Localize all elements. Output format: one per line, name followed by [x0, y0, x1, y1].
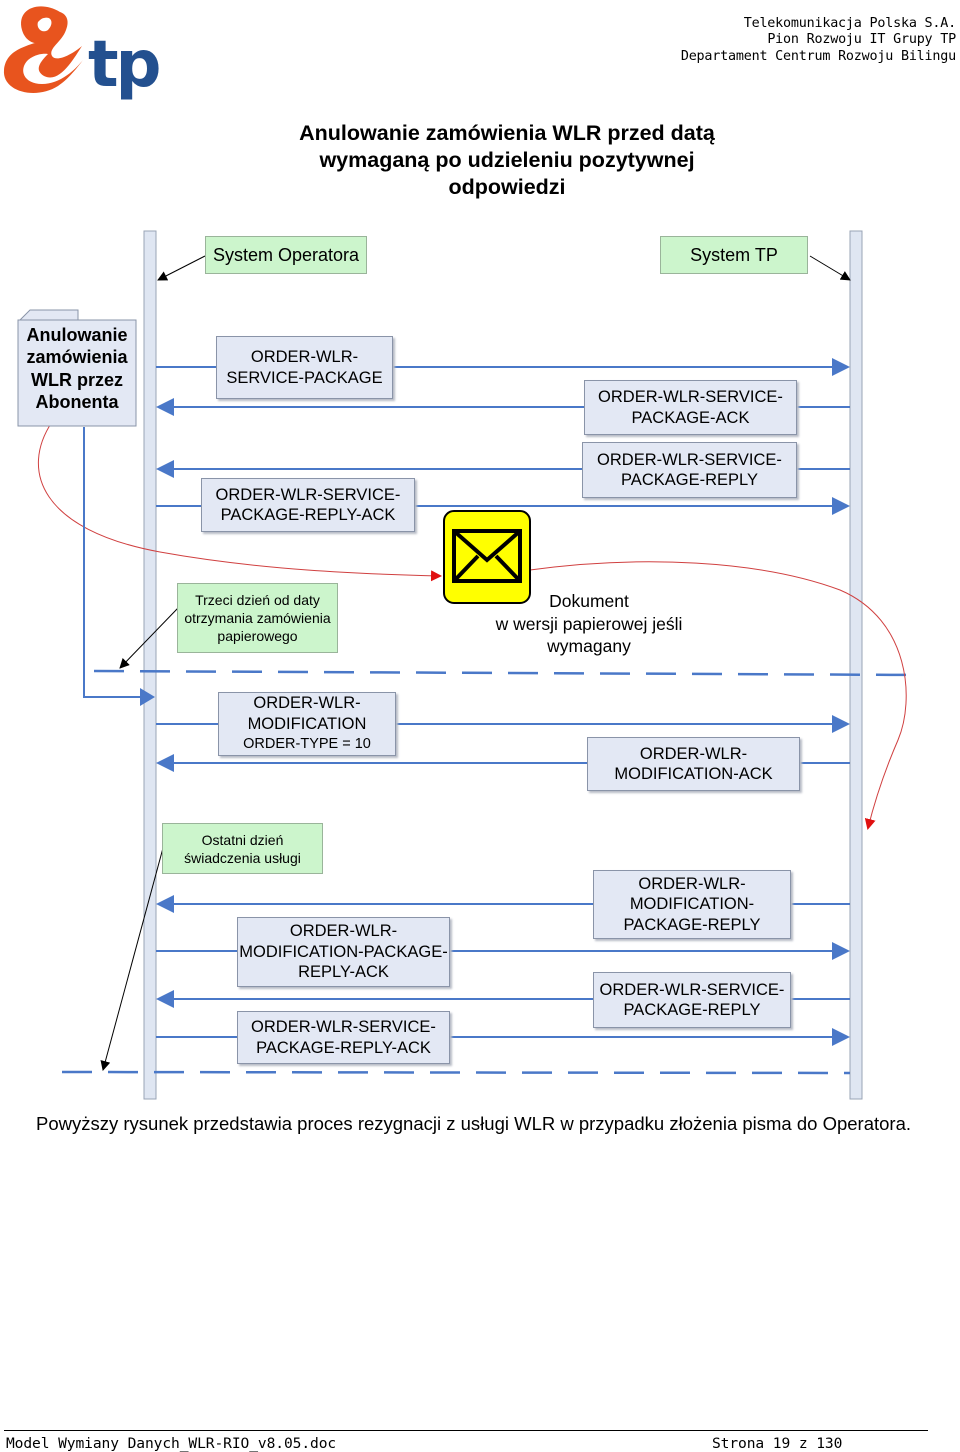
cancel-by-subscriber-note: Anulowanie zamówienia WLR przez Abonenta	[26, 325, 128, 413]
message-order-wlr-modification-ack: ORDER-WLR-MODIFICATION-ACK	[587, 737, 800, 791]
cancel-note-shape	[17, 309, 137, 427]
lifeline-operator	[143, 230, 157, 1100]
message-order-wlr-modification-package-reply: ORDER-WLR-MODIFICATION-PACKAGE-REPLY	[593, 870, 791, 939]
arrowhead	[832, 497, 850, 515]
arrowhead	[832, 1028, 850, 1046]
arrowhead	[156, 460, 174, 478]
lifeline-tp	[849, 230, 863, 1100]
tp-logo: tp	[3, 6, 160, 102]
separator-2	[61, 1070, 851, 1075]
arrowhead	[156, 754, 174, 772]
footer-document-name: Model Wymiany Danych_WLR-RIO_v8.05.doc	[6, 1435, 337, 1452]
message-order-wlr-service-package-reply-ack: ORDER-WLR-SERVICE-PACKAGE-REPLY-ACK	[201, 478, 415, 532]
message-order-wlr-service-package: ORDER-WLR-SERVICE-PACKAGE	[216, 336, 393, 399]
arrowhead	[832, 942, 850, 960]
company-name: Telekomunikacja Polska S.A.	[743, 16, 956, 31]
arrowhead	[156, 990, 174, 1008]
message-order-wlr-service-package-reply: ORDER-WLR-SERVICE-PACKAGE-REPLY	[582, 442, 797, 498]
arrowhead	[832, 358, 850, 376]
paper-document-label: Dokument w wersji papierowej jeśli wymag…	[495, 591, 683, 656]
arrowhead	[156, 895, 174, 913]
logo-swirl	[3, 6, 86, 93]
red-curve-to-tp	[529, 561, 907, 830]
separator-1	[93, 669, 923, 677]
diagram-title: Anulowanie zamówienia WLR przed datą wym…	[299, 121, 715, 199]
sequence-diagram	[38, 230, 923, 1100]
arrowhead	[832, 715, 850, 733]
logo-text: tp	[88, 28, 159, 102]
message-order-wlr-service-package-ack: ORDER-WLR-SERVICE-PACKAGE-ACK	[584, 380, 797, 435]
envelope-icon	[443, 510, 531, 604]
footer-page-number: Strona 19 z 130	[712, 1435, 843, 1452]
message-order-wlr-modification-package-reply-ack: ORDER-WLR-MODIFICATION-PACKAGE-REPLY-ACK	[237, 917, 450, 987]
red-curve-to-envelope	[38, 421, 442, 582]
system-operator-label: System Operatora	[205, 236, 367, 274]
message-order-wlr-service-package-reply-ack-2: ORDER-WLR-SERVICE-PACKAGE-REPLY-ACK	[237, 1011, 450, 1064]
figure-caption: Powyższy rysunek przedstawia proces rezy…	[36, 1113, 912, 1134]
system-tp-label: System TP	[660, 236, 808, 274]
division-name: Pion Rozwoju IT Grupy TP	[767, 32, 956, 48]
arrowhead	[156, 398, 174, 416]
footer-divider	[4, 1430, 928, 1431]
message-order-wlr-service-package-reply-2: ORDER-WLR-SERVICE-PACKAGE-REPLY	[593, 972, 791, 1028]
department-name: Departament Centrum Rozwoju Bilingu	[680, 48, 956, 64]
document-header: Telekomunikacja Polska S.A. Pion Rozwoju…	[681, 16, 956, 65]
